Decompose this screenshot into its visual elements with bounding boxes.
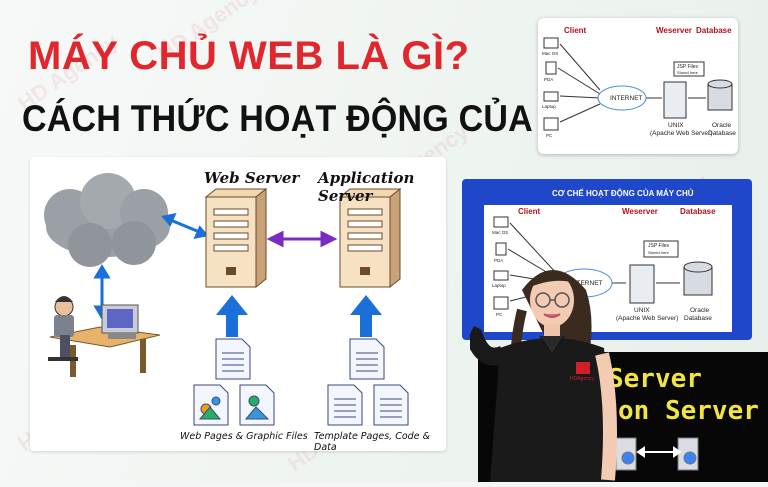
pc-icon xyxy=(493,296,509,310)
mid-diagram-title: CƠ CHẾ HOẠT ĐỘNG CỦA MÁY CHỦ xyxy=(552,189,694,198)
database-heading: Database xyxy=(680,207,716,216)
apache-label: (Apache Web Server) xyxy=(650,130,713,137)
mac-icon xyxy=(543,37,559,49)
weserver-heading: Weserver xyxy=(656,26,692,35)
device-label: Mac OS xyxy=(542,51,559,56)
document-icon xyxy=(349,338,385,380)
internet-label: INTERNET xyxy=(570,280,603,287)
top-right-diagram-panel: Client Weserver Database INTERNET JSP Fi… xyxy=(538,18,738,154)
document-icon xyxy=(373,384,409,426)
web-pages-caption: Web Pages & Graphic Files xyxy=(180,431,308,442)
brand-logo-icon xyxy=(576,362,590,374)
device-label: PDA xyxy=(494,258,504,263)
application-server-label: Application Server xyxy=(318,169,415,205)
laptop-icon xyxy=(543,91,559,102)
mid-diagram-panel: CƠ CHẾ HOẠT ĐỘNG CỦA MÁY CHỦ xyxy=(462,179,752,340)
pda-icon xyxy=(545,61,557,75)
bottom-text-line-1: Server xyxy=(608,364,702,394)
main-diagram-svg xyxy=(44,173,409,426)
database-heading: Database xyxy=(696,26,732,35)
client-heading: Client xyxy=(564,26,587,35)
apache-label: (Apache Web Server) xyxy=(616,315,679,322)
unix-server-icon xyxy=(629,264,655,304)
internet-label: INTERNET xyxy=(610,95,643,102)
oracle-sub-label: Database xyxy=(684,315,712,322)
application-server-icon xyxy=(338,187,402,289)
presenter-illustration xyxy=(406,270,617,482)
cloud-icon xyxy=(44,173,170,267)
jsp-sub-label: Stored here xyxy=(677,70,698,75)
device-label: Laptop xyxy=(542,104,556,109)
jsp-files-box xyxy=(673,61,705,77)
arrow-web-app xyxy=(266,230,338,248)
device-label: PC xyxy=(496,312,503,317)
device-label: Laptop xyxy=(492,283,506,288)
database-icon xyxy=(683,261,713,296)
arrow-cloud-webserver xyxy=(161,212,209,240)
graphic-file-icon xyxy=(239,384,275,426)
document-icon xyxy=(327,384,363,426)
presenter-photo: HDAgency xyxy=(406,250,640,482)
oracle-label: Oracle xyxy=(712,122,732,129)
pc-icon xyxy=(543,117,559,131)
server-icon xyxy=(677,437,699,471)
user-at-computer-icon xyxy=(48,296,161,377)
laptop-icon xyxy=(493,270,509,281)
device-label: Mac OS xyxy=(492,230,509,235)
unix-label: UNIX xyxy=(668,122,684,129)
document-icon xyxy=(215,338,251,380)
device-label: PDA xyxy=(544,77,554,82)
bottom-text-line-2: on Server xyxy=(618,396,759,426)
arrow-up-right-icon xyxy=(350,295,382,337)
shirt-logo-text: HDAgency xyxy=(570,376,594,382)
headline-line-1: MÁY CHỦ WEB LÀ GÌ? xyxy=(28,34,470,78)
main-diagram-panel: Web Server Application Server Web Pages … xyxy=(30,157,446,453)
arrow-up-left-icon xyxy=(216,295,248,337)
arrow-between-servers xyxy=(636,446,682,458)
mac-icon xyxy=(493,216,509,228)
pda-icon xyxy=(495,242,507,256)
jsp-label: JSP Files xyxy=(648,243,670,249)
internet-cloud-icon xyxy=(597,85,647,111)
graphic-file-icon xyxy=(193,384,229,426)
template-pages-caption: Template Pages, Code & Data xyxy=(314,431,430,453)
weserver-heading: Weserver xyxy=(622,207,658,216)
web-server-icon xyxy=(204,187,268,289)
jsp-files-box xyxy=(643,240,679,258)
device-label: PC xyxy=(546,133,553,138)
oracle-label: Oracle xyxy=(690,307,710,314)
client-heading: Client xyxy=(518,207,541,216)
oracle-sub-label: Database xyxy=(708,130,736,137)
web-server-label: Web Server xyxy=(204,169,300,187)
unix-label: UNIX xyxy=(634,307,650,314)
jsp-label: JSP Files xyxy=(677,64,699,70)
client-server-diagram-svg xyxy=(543,37,733,131)
database-icon xyxy=(707,79,733,111)
jsp-sub-label: Stored here xyxy=(648,250,669,255)
unix-server-icon xyxy=(663,81,687,119)
